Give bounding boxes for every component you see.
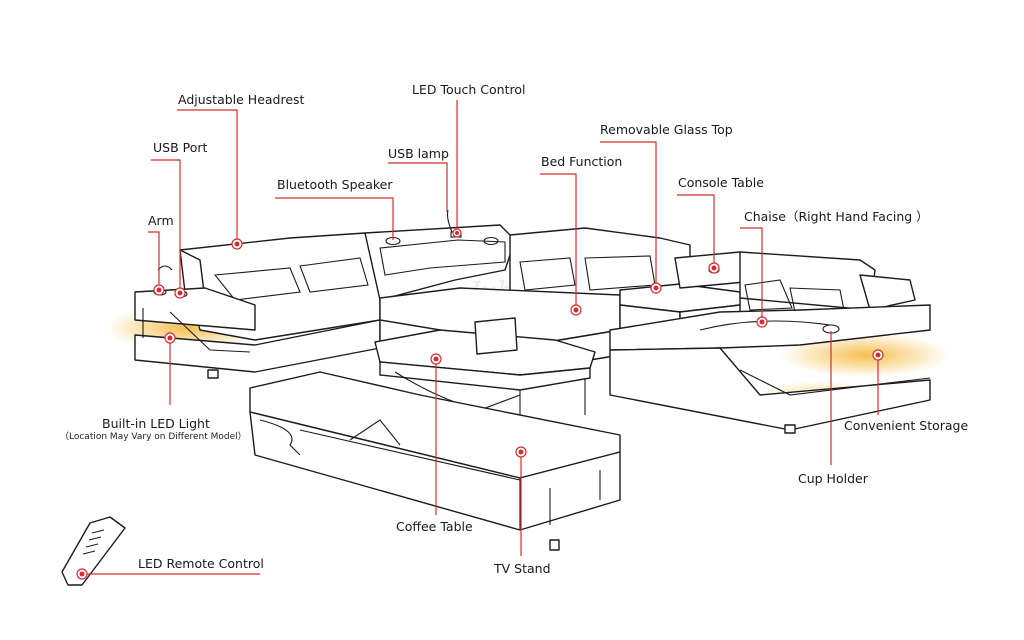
label-coffee-table: Coffee Table: [396, 519, 473, 534]
marker-arm: [153, 284, 165, 296]
label-usb-port: USB Port: [153, 140, 208, 155]
label-adjustable-headrest: Adjustable Headrest: [178, 92, 305, 107]
coffee-table: [374, 317, 596, 420]
marker-coffee-table: [430, 353, 442, 365]
remote-control-illustration: [61, 516, 126, 586]
marker-chaise: [756, 316, 768, 328]
marker-glass-top: [650, 282, 662, 294]
label-built-in-led-note: （Location May Vary on Different Model）: [60, 432, 247, 442]
label-arm: Arm: [148, 213, 174, 228]
label-bluetooth-speaker: Bluetooth Speaker: [277, 177, 393, 192]
chaise-section: [609, 251, 931, 434]
left-sofa-section: [134, 232, 381, 379]
marker-led-light: [164, 332, 176, 344]
marker-dots: [76, 228, 884, 580]
marker-console-table: [708, 262, 720, 274]
label-bed-function: Bed Function: [541, 154, 623, 169]
label-chaise: Chaise（Right Hand Facing ）: [744, 209, 929, 224]
marker-remote: [76, 568, 88, 580]
label-led-touch-control: LED Touch Control: [412, 82, 526, 97]
label-tv-stand: TV Stand: [494, 561, 551, 576]
leader-lines: [82, 100, 879, 575]
marker-usb-port: [174, 287, 186, 299]
label-console-table: Console Table: [678, 175, 764, 190]
tv-stand: [249, 371, 621, 551]
marker-tv-stand: [515, 446, 527, 458]
marker-storage: [872, 349, 884, 361]
label-usb-lamp: USB lamp: [388, 146, 449, 161]
label-removable-glass-top: Removable Glass Top: [600, 122, 733, 137]
marker-adjustable-headrest: [231, 238, 243, 250]
marker-bed-function: [570, 304, 582, 316]
label-cup-holder: Cup Holder: [798, 471, 868, 486]
label-convenient-storage: Convenient Storage: [844, 418, 969, 433]
marker-led-touch: [452, 228, 462, 238]
label-led-remote-control: LED Remote Control: [138, 556, 264, 571]
label-built-in-led-light: Built-in LED Light: [102, 416, 210, 431]
led-glow-right: [780, 333, 950, 377]
